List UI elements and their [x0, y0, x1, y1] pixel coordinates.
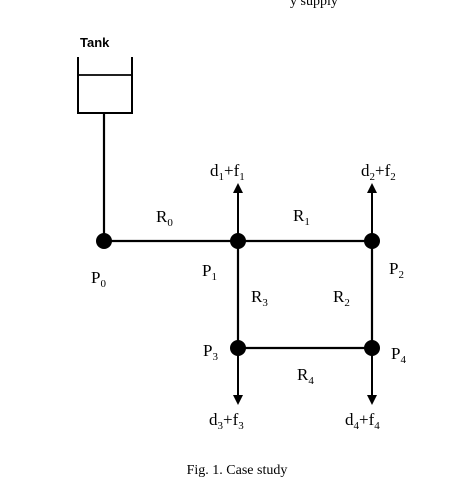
label-demand-1: d1+f1	[210, 161, 245, 183]
label-demand-4: d4+f4	[345, 410, 380, 432]
label-demand-2: d2+f2	[361, 161, 396, 183]
node-p0	[96, 233, 112, 249]
node-p3	[230, 340, 246, 356]
label-r2: R2	[333, 287, 350, 309]
node-p2	[364, 233, 380, 249]
tank-label: Tank	[80, 35, 110, 50]
tank-body	[77, 57, 133, 114]
node-p4	[364, 340, 380, 356]
label-p1: P1	[202, 261, 217, 283]
label-p4: P4	[391, 344, 406, 366]
node-p1	[230, 233, 246, 249]
figure-caption: Fig. 1. Case study	[187, 463, 288, 478]
tank: Tank	[77, 35, 133, 114]
label-r3: R3	[251, 287, 268, 309]
label-r4: R4	[297, 365, 314, 387]
label-p3: P3	[203, 341, 218, 363]
label-p2: P2	[389, 259, 404, 281]
label-r0: R0	[156, 207, 173, 229]
header-cut-text: y supply	[290, 0, 338, 9]
label-p0: P0	[91, 268, 106, 290]
label-r1: R1	[293, 206, 310, 228]
label-demand-3: d3+f3	[209, 410, 244, 432]
